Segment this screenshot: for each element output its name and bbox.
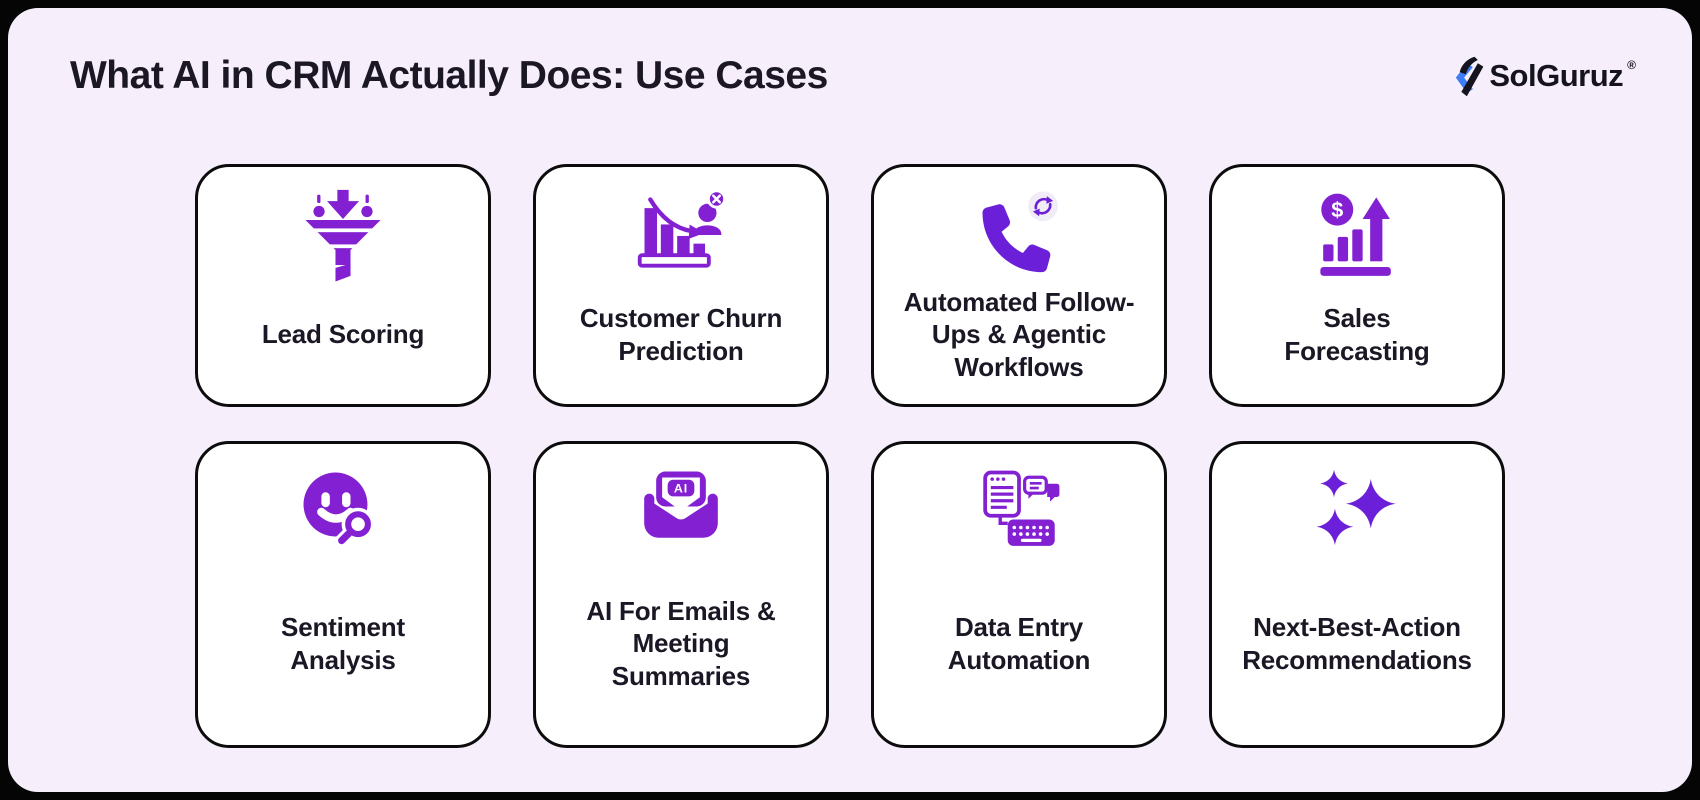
header: What AI in CRM Actually Does: Use Cases … — [8, 52, 1692, 100]
phone-sync-icon — [971, 187, 1067, 283]
card-label: AI For Emails & Meeting Summaries — [586, 595, 776, 691]
solguruz-logo: SolGuruz ® — [1452, 56, 1636, 97]
card-sentiment-analysis: Sentiment Analysis — [195, 441, 491, 748]
card-label: Next-Best-Action Recommendations — [1242, 612, 1472, 675]
svg-text:$: $ — [1331, 197, 1343, 222]
card-data-entry: Data Entry Automation — [871, 441, 1167, 748]
card-ai-emails: AI AI For Emails & Meeting Summaries — [533, 441, 829, 748]
sparkles-icon — [1311, 464, 1403, 560]
card-automated-followups: Automated Follow- Ups & Agentic Workflow… — [871, 164, 1167, 407]
registered-trademark-symbol: ® — [1627, 57, 1636, 72]
card-sales-forecasting: $ Sales Forecasting — [1209, 164, 1505, 407]
card-label: Sales Forecasting — [1284, 303, 1430, 366]
use-case-grid: Lead Scoring — [195, 164, 1505, 748]
funnel-icon — [296, 187, 390, 283]
card-label: Automated Follow- Ups & Agentic Workflow… — [903, 286, 1135, 382]
card-churn-prediction: Customer Churn Prediction — [533, 164, 829, 407]
smiley-magnifier-icon — [296, 464, 390, 560]
svg-text:AI: AI — [674, 481, 688, 495]
churn-chart-icon — [633, 187, 729, 283]
card-label: Data Entry Automation — [947, 612, 1091, 675]
infographic-frame: What AI in CRM Actually Does: Use Cases … — [8, 8, 1692, 792]
card-label: Lead Scoring — [261, 319, 425, 350]
card-label: Customer Churn Prediction — [579, 303, 783, 366]
dollar-chart-icon: $ — [1310, 187, 1404, 283]
document-keyboard-icon — [972, 464, 1066, 560]
page-title: What AI in CRM Actually Does: Use Cases — [70, 54, 828, 97]
ai-envelope-icon: AI — [635, 464, 727, 560]
card-lead-scoring: Lead Scoring — [195, 164, 491, 407]
solguruz-logo-text: SolGuruz — [1489, 58, 1624, 93]
solguruz-logo-icon — [1452, 56, 1485, 97]
card-next-best-action: Next-Best-Action Recommendations — [1209, 441, 1505, 748]
card-label: Sentiment Analysis — [281, 612, 405, 675]
